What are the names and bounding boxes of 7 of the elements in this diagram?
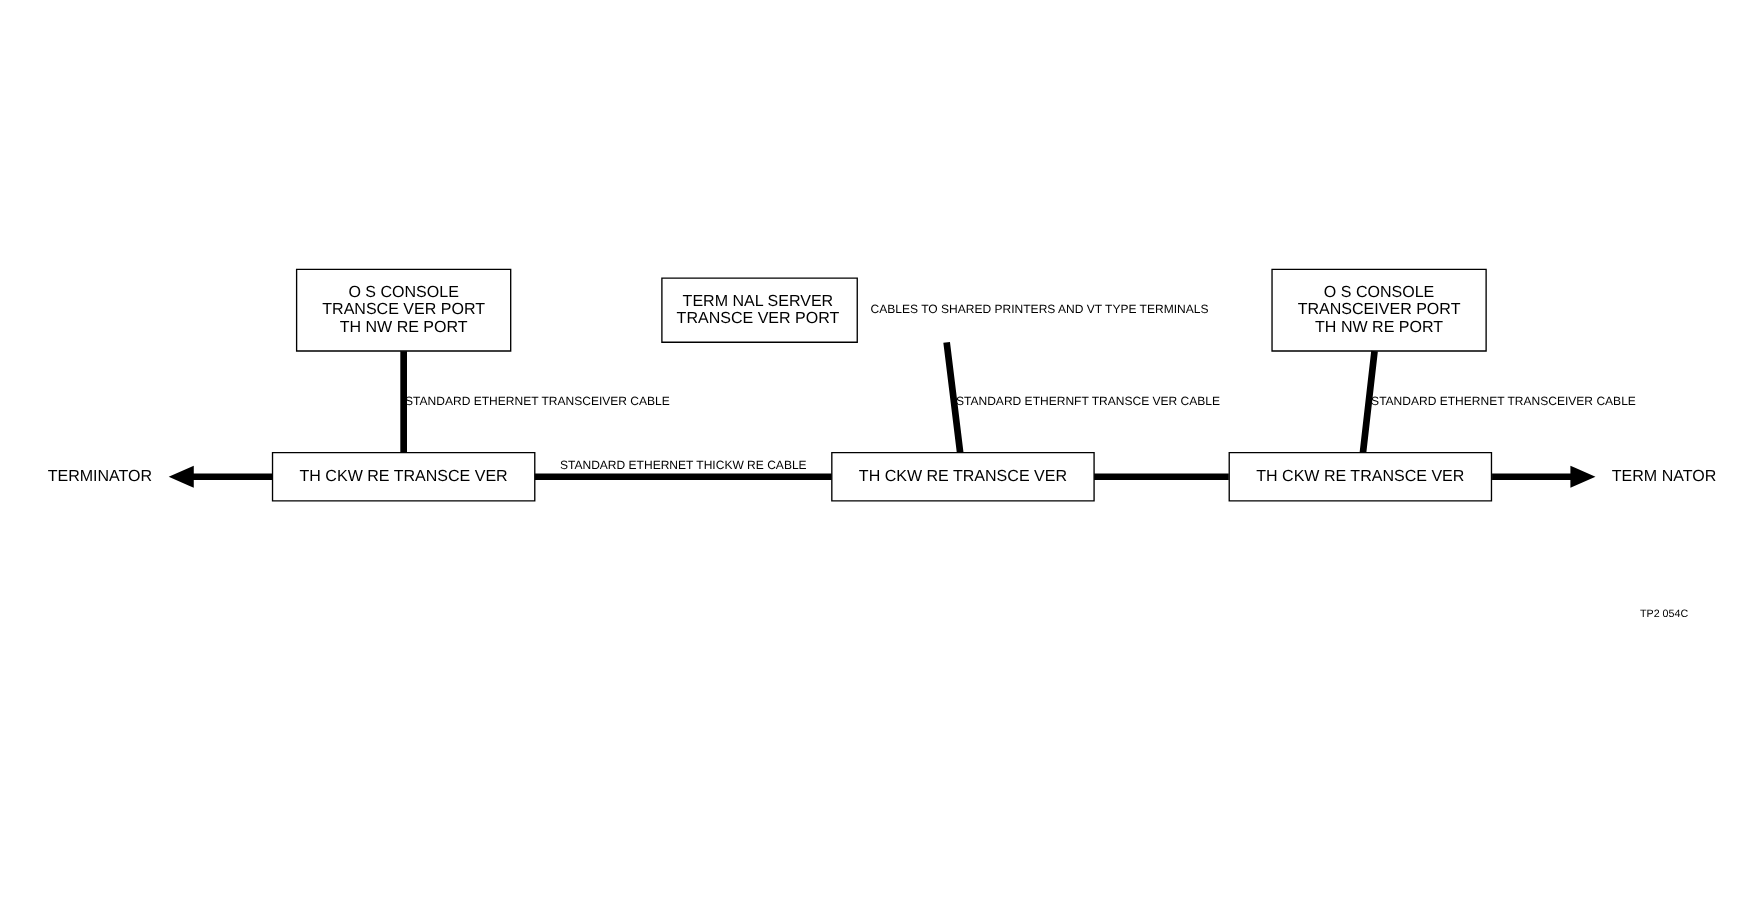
connector — [534, 472, 832, 480]
connector — [943, 340, 964, 453]
arrow — [1492, 464, 1596, 487]
connector — [1359, 349, 1378, 452]
connector — [400, 350, 407, 452]
arrow — [168, 464, 273, 487]
connector — [1094, 472, 1229, 480]
